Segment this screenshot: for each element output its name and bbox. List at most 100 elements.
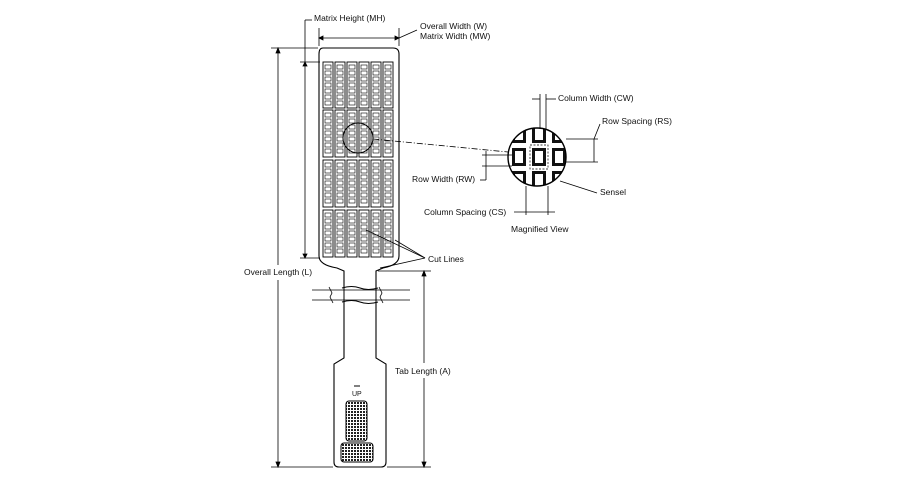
matrix-sensel: [324, 136, 332, 142]
matrix-sensel: [360, 148, 368, 154]
matrix-sensel: [384, 82, 392, 88]
matrix-sensel: [348, 64, 356, 70]
matrix-sensel: [360, 70, 368, 76]
cut-lines-label: Cut Lines: [428, 254, 464, 264]
magnified-view: [507, 127, 567, 187]
column-width-label: Column Width (CW): [558, 93, 634, 103]
tab-break-mark: [341, 286, 379, 304]
magnified-view-label: Magnified View: [511, 224, 569, 234]
matrix-sensel: [348, 236, 356, 242]
matrix-sensel: [384, 186, 392, 192]
matrix-sensel: [348, 148, 356, 154]
matrix-sensel: [348, 212, 356, 218]
matrix-sensel: [324, 124, 332, 130]
matrix-sensel: [348, 136, 356, 142]
matrix-sensel: [324, 162, 332, 168]
matrix-sensel: [360, 180, 368, 186]
matrix-sensel: [384, 230, 392, 236]
matrix-sensel: [324, 224, 332, 230]
matrix-sensel: [372, 76, 380, 82]
matrix-sensel: [360, 242, 368, 248]
matrix-sensel: [372, 168, 380, 174]
matrix-sensel: [324, 174, 332, 180]
overall-width-dimension: [318, 28, 418, 46]
matrix-sensel: [360, 236, 368, 242]
matrix-sensel: [384, 180, 392, 186]
matrix-sensel: [372, 174, 380, 180]
matrix-sensel: [336, 124, 344, 130]
column-width-dimension: [532, 94, 556, 129]
matrix-sensel: [348, 224, 356, 230]
matrix-sensel: [348, 248, 356, 254]
matrix-sensel: [372, 180, 380, 186]
matrix-sensel: [384, 248, 392, 254]
matrix-sensel: [360, 88, 368, 94]
matrix-sensel: [324, 100, 332, 106]
matrix-sensel: [384, 168, 392, 174]
connector-pad-upper: [345, 400, 368, 442]
overall-length-label: Overall Length (L): [244, 267, 312, 277]
matrix-sensel: [336, 76, 344, 82]
matrix-sensel: [348, 118, 356, 124]
matrix-sensel: [336, 82, 344, 88]
matrix-sensel: [348, 100, 356, 106]
matrix-sensel: [336, 148, 344, 154]
matrix-sensel: [384, 136, 392, 142]
column-spacing-label: Column Spacing (CS): [424, 207, 506, 217]
matrix-sensel: [384, 88, 392, 94]
matrix-sensel: [324, 180, 332, 186]
up-marker: UP: [352, 385, 362, 398]
matrix-sensel: [348, 94, 356, 100]
matrix-sensel: [360, 82, 368, 88]
matrix-sensel: [360, 142, 368, 148]
matrix-sensel: [360, 118, 368, 124]
matrix-sensel: [360, 212, 368, 218]
matrix-sensel: [336, 198, 344, 204]
matrix-sensel: [384, 242, 392, 248]
matrix-sensel: [336, 186, 344, 192]
matrix-sensel: [348, 174, 356, 180]
matrix-sensel: [336, 224, 344, 230]
tab-length-label: Tab Length (A): [395, 366, 451, 376]
matrix-sensel: [372, 212, 380, 218]
matrix-sensel: [348, 124, 356, 130]
matrix-sensel: [372, 162, 380, 168]
tab-length-dimension: [378, 269, 431, 469]
matrix-sensel: [384, 218, 392, 224]
row-spacing-label: Row Spacing (RS): [602, 116, 672, 126]
matrix-sensel: [372, 242, 380, 248]
matrix-sensel: [384, 192, 392, 198]
matrix-sensel: [360, 64, 368, 70]
matrix-sensel: [336, 236, 344, 242]
matrix-sensel: [336, 180, 344, 186]
matrix-sensel: [360, 136, 368, 142]
matrix-sensel: [384, 198, 392, 204]
matrix-sensel: [348, 230, 356, 236]
matrix-sensel: [360, 198, 368, 204]
matrix-sensel: [336, 64, 344, 70]
matrix-sensel: [324, 142, 332, 148]
matrix-sensel: [360, 224, 368, 230]
matrix-sensel: [324, 148, 332, 154]
matrix-sensel: [324, 198, 332, 204]
matrix-sensel: [360, 124, 368, 130]
matrix-sensel: [336, 136, 344, 142]
matrix-sensel: [348, 130, 356, 136]
matrix-sensel: [384, 94, 392, 100]
matrix-sensel: [360, 94, 368, 100]
sensel-pointer: [559, 180, 598, 194]
matrix-sensel: [348, 76, 356, 82]
matrix-sensel: [348, 198, 356, 204]
matrix-sensel: [384, 130, 392, 136]
matrix-sensel: [360, 192, 368, 198]
matrix-sensel: [324, 242, 332, 248]
matrix-sensel: [384, 64, 392, 70]
matrix-sensel: [324, 212, 332, 218]
matrix-sensel: [336, 212, 344, 218]
column-spacing-dimension: [514, 186, 555, 215]
matrix-sensel: [324, 168, 332, 174]
magnifier-source-circle: [342, 122, 374, 154]
matrix-sensel: [372, 142, 380, 148]
row-width-label: Row Width (RW): [412, 174, 475, 184]
